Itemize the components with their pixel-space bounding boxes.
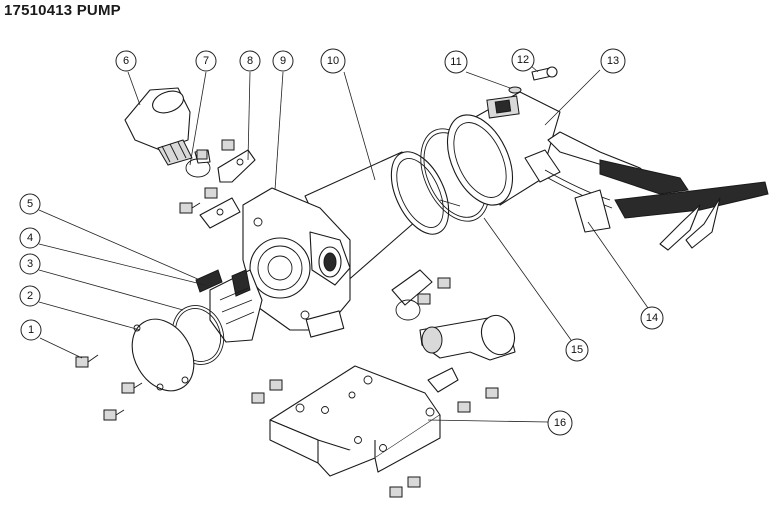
screws	[75, 139, 499, 498]
battery-clamps-part	[544, 131, 769, 251]
vane-part	[195, 269, 223, 293]
end-cover-part	[131, 318, 195, 392]
svg-text:5: 5	[27, 198, 33, 210]
callout-10: 10	[320, 48, 346, 74]
pin-part	[531, 66, 558, 81]
screw-icon	[417, 293, 431, 305]
callout-12: 12	[511, 48, 535, 72]
screw-icon	[251, 392, 265, 404]
callout-3: 3	[19, 253, 41, 275]
callout-16: 16	[547, 410, 573, 436]
mounting-base-part	[269, 365, 441, 477]
svg-text:4: 4	[27, 232, 33, 244]
callout-4: 4	[19, 227, 41, 249]
callouts: 1 2 3 4 5 6 7 8 9 10 11 12 13 14 15 16	[19, 48, 664, 436]
callout-11: 11	[444, 50, 468, 74]
svg-text:7: 7	[203, 55, 209, 67]
screw-icon	[121, 382, 143, 394]
callout-14: 14	[640, 306, 664, 330]
callout-1: 1	[20, 319, 42, 341]
callout-9: 9	[272, 50, 294, 72]
svg-text:10: 10	[327, 55, 339, 67]
impeller-part	[209, 269, 263, 343]
svg-text:15: 15	[571, 344, 583, 356]
screw-icon	[485, 387, 499, 399]
callout-8: 8	[239, 50, 261, 72]
callout-5: 5	[19, 193, 41, 215]
callout-2: 2	[19, 285, 41, 307]
screw-icon	[221, 139, 235, 151]
port-bracket-part	[199, 149, 256, 229]
callout-7: 7	[195, 50, 217, 72]
svg-text:6: 6	[123, 55, 129, 67]
screw-icon	[204, 187, 218, 199]
end-cap-part	[446, 91, 561, 206]
screw-icon	[75, 354, 99, 368]
page-title: 17510413 PUMP	[4, 2, 121, 19]
screw-icon	[457, 401, 471, 413]
svg-text:14: 14	[646, 312, 658, 324]
screw-icon	[269, 379, 283, 391]
svg-text:11: 11	[450, 56, 461, 68]
callout-15: 15	[565, 338, 589, 362]
svg-text:8: 8	[247, 55, 253, 67]
svg-text:16: 16	[554, 417, 566, 429]
pump-housing-part	[242, 187, 351, 338]
switch-seal-part	[508, 86, 522, 94]
screw-icon	[179, 202, 201, 214]
callout-6: 6	[115, 50, 137, 72]
screw-icon	[196, 149, 208, 160]
screw-icon	[103, 409, 125, 421]
inlet-elbow-part	[124, 87, 193, 166]
leader-lines	[38, 64, 649, 423]
svg-text:12: 12	[517, 54, 529, 66]
svg-text:3: 3	[27, 258, 33, 270]
svg-text:1: 1	[28, 324, 34, 336]
svg-text:13: 13	[607, 55, 619, 67]
outlet-elbow-part	[391, 269, 516, 393]
screw-icon	[389, 486, 403, 498]
svg-text:9: 9	[280, 55, 286, 67]
screw-icon	[407, 476, 421, 488]
screw-icon	[437, 277, 451, 289]
svg-text:2: 2	[27, 290, 33, 302]
callout-13: 13	[600, 48, 626, 74]
